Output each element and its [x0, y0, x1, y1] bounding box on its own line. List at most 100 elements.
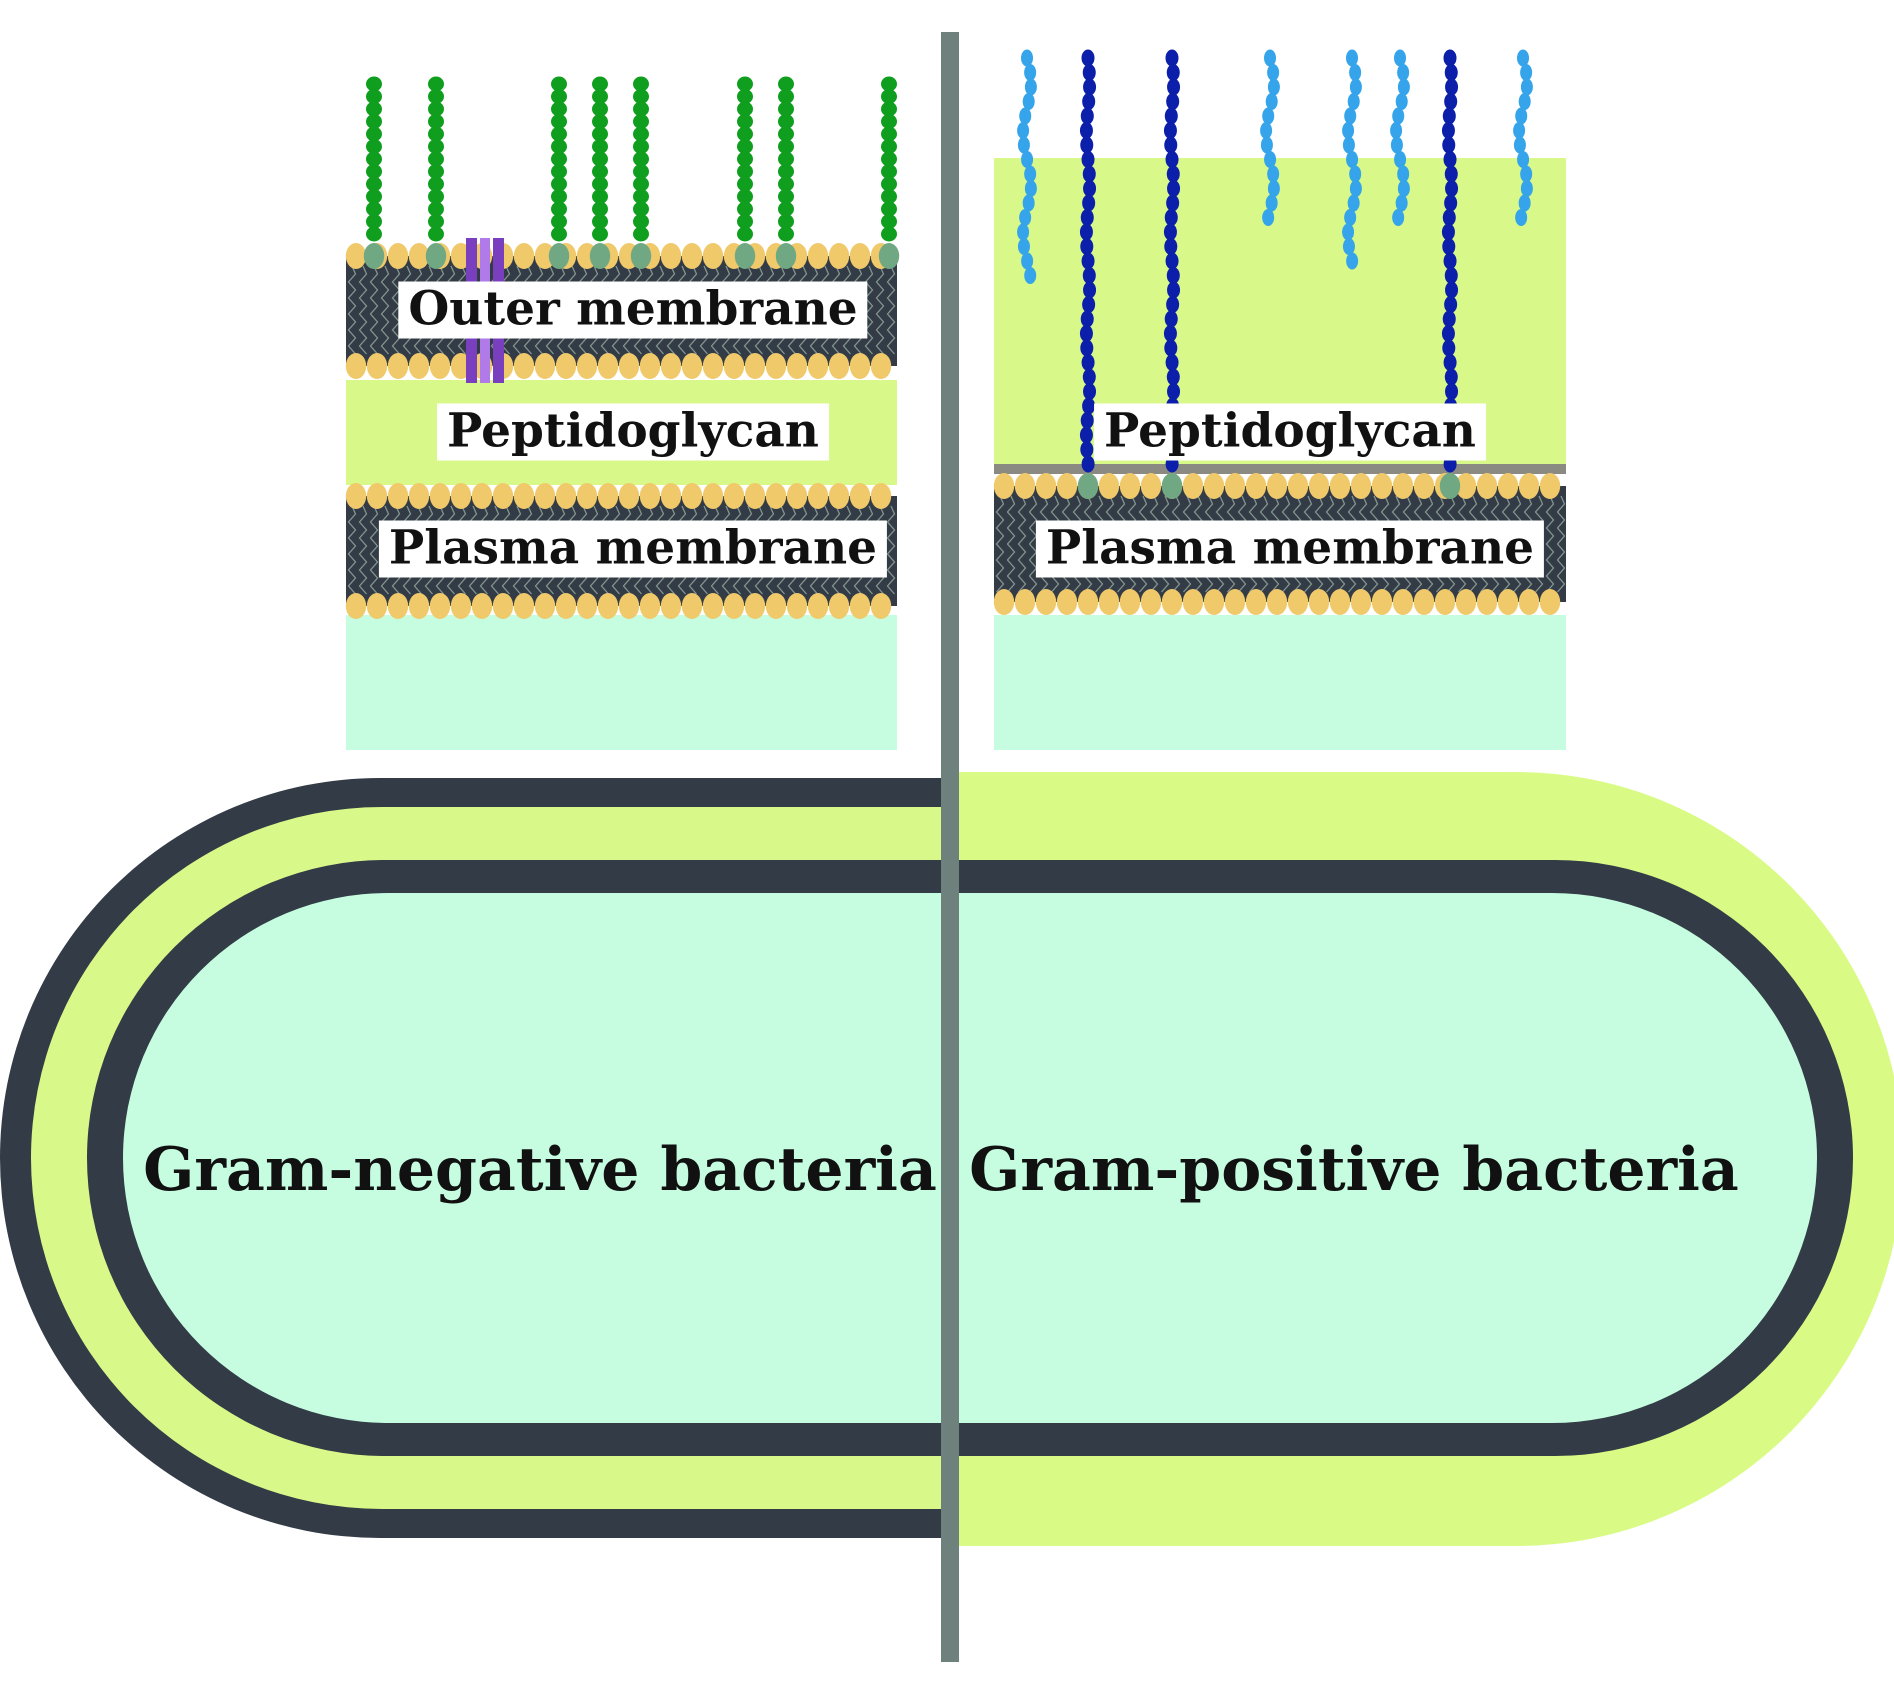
lipid-head	[366, 483, 388, 509]
chain-bead	[1167, 180, 1181, 197]
chain-bead	[737, 176, 753, 192]
chain-bead	[1397, 64, 1410, 81]
chain-bead	[366, 126, 382, 142]
chain-bead	[1080, 136, 1094, 154]
lipid-head	[1098, 473, 1120, 499]
chain-bead	[1024, 165, 1037, 183]
chain-bead	[778, 176, 794, 192]
lipid-head	[849, 243, 871, 269]
chain-bead	[1390, 122, 1403, 139]
chain-bead	[633, 126, 649, 142]
chain-bead	[1166, 64, 1180, 81]
chain-bead	[881, 176, 897, 192]
lipid-head	[1476, 473, 1498, 499]
chain-bead	[1021, 49, 1033, 67]
chain-bead	[1167, 383, 1181, 400]
lps-anchor	[775, 243, 797, 269]
chain-bead	[1080, 209, 1094, 226]
chain-bead	[881, 214, 897, 229]
lipid-head	[1014, 589, 1036, 615]
chain-bead	[1017, 223, 1030, 241]
lipid-head	[639, 593, 661, 619]
lps-chain	[737, 76, 753, 242]
chain-bead	[366, 151, 382, 167]
lipid-head	[492, 483, 514, 509]
chain-bead	[1083, 281, 1097, 299]
gram-positive-inset	[993, 49, 1566, 750]
chain-bead	[1444, 296, 1458, 313]
chain-bead	[778, 164, 794, 179]
lipid-head	[1245, 589, 1267, 615]
cytoplasm	[123, 893, 1817, 1423]
chain-bead	[1165, 252, 1179, 270]
chain-bead	[1518, 194, 1531, 212]
lipid-head	[681, 353, 703, 379]
chain-bead	[1022, 93, 1035, 110]
lps-anchor	[425, 243, 447, 269]
cytoplasm-inset	[994, 615, 1566, 750]
lipid-head	[786, 353, 808, 379]
lipid-head	[849, 483, 871, 509]
chain-bead	[1513, 122, 1526, 139]
lipid-head	[1077, 589, 1099, 615]
chain-bead	[1260, 122, 1273, 139]
chain-bead	[1443, 151, 1457, 168]
chain-bead	[1024, 64, 1037, 81]
chain-bead	[778, 201, 794, 217]
lipid-head	[429, 353, 451, 379]
lipid-head	[1497, 473, 1519, 499]
chain-bead	[1267, 180, 1280, 197]
chain-bead	[551, 189, 567, 204]
wall-teichoic-acid-chain	[1342, 49, 1362, 270]
chain-bead	[881, 189, 897, 204]
lipid-head	[555, 593, 577, 619]
lipid-head	[597, 593, 619, 619]
lipid-tail	[380, 265, 390, 355]
lipid-head	[513, 243, 535, 269]
chain-bead	[1349, 165, 1362, 183]
lipid-head	[702, 483, 724, 509]
chain-bead	[1445, 383, 1459, 400]
chain-bead	[778, 151, 794, 167]
chain-bead	[1264, 49, 1276, 67]
lps-chain	[881, 76, 897, 242]
lipid-head	[807, 243, 829, 269]
cytoplasm-inset	[346, 615, 897, 750]
lipid-head	[534, 593, 556, 619]
lipid-head	[366, 353, 388, 379]
chain-bead	[1082, 368, 1096, 386]
chain-bead	[428, 164, 444, 179]
chain-bead	[881, 139, 897, 154]
chain-bead	[737, 164, 753, 179]
lipid-head	[1308, 473, 1330, 499]
chain-bead	[1349, 78, 1362, 96]
lipid-head	[702, 353, 724, 379]
chain-bead	[881, 89, 897, 104]
lps-chain	[551, 76, 567, 242]
lipid-head	[1371, 589, 1393, 615]
chain-bead	[1267, 165, 1280, 183]
chain-bead	[1166, 93, 1180, 110]
lipid-tail	[995, 495, 1005, 593]
lipid-head	[681, 483, 703, 509]
lipid-head	[639, 353, 661, 379]
chain-bead	[1082, 64, 1096, 81]
lipid-head	[618, 483, 640, 509]
chain-bead	[1515, 107, 1528, 125]
chain-bead	[1513, 136, 1526, 154]
chain-bead	[551, 114, 567, 129]
chain-bead	[1347, 194, 1360, 212]
lipid-head	[1497, 589, 1519, 615]
lipid-head	[1455, 589, 1477, 615]
chain-bead	[1397, 165, 1410, 183]
lipid-head	[870, 353, 892, 379]
chain-bead	[881, 151, 897, 167]
chain-bead	[1445, 281, 1459, 299]
chain-bead	[1442, 209, 1456, 226]
lipid-head	[870, 593, 892, 619]
lipid-head	[870, 483, 892, 509]
chain-bead	[1164, 310, 1178, 328]
chain-bead	[1024, 180, 1037, 197]
chain-bead	[737, 114, 753, 129]
